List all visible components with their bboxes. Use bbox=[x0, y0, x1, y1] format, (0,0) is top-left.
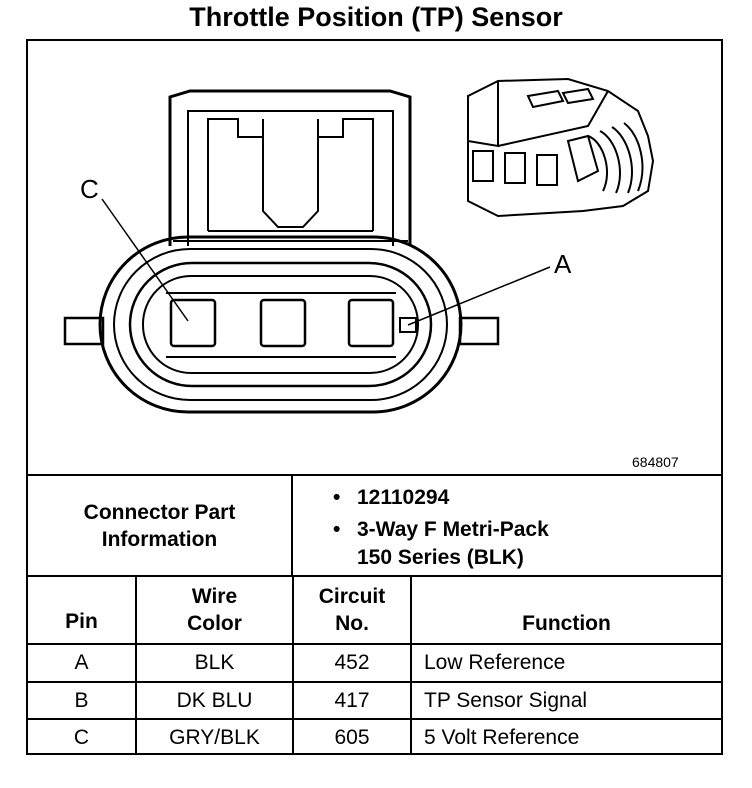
header-circuit-line2: No. bbox=[335, 612, 369, 635]
rule-col-circuit bbox=[410, 575, 412, 755]
callout-a-label: A bbox=[554, 249, 572, 279]
connector-3d-sketch bbox=[467, 77, 655, 218]
cell-circuit: 417 bbox=[334, 688, 370, 712]
header-function: Function bbox=[522, 611, 611, 635]
callout-c-label: C bbox=[80, 174, 99, 204]
cell-function: 5 Volt Reference bbox=[424, 725, 580, 749]
header-wire-color-line2: Color bbox=[187, 612, 242, 635]
callout-c-leader bbox=[101, 198, 189, 322]
rule-connector-divider bbox=[291, 474, 293, 577]
cell-pin: C bbox=[73, 725, 90, 749]
header-wire-color: Wire Color bbox=[137, 577, 292, 643]
cell-pin: A bbox=[74, 651, 89, 674]
connector-latch bbox=[168, 89, 412, 246]
connector-type-line1: 3-Way F Metri-Pack bbox=[357, 518, 549, 541]
page-title: Throttle Position (TP) Sensor bbox=[189, 2, 563, 32]
rule-row-b-bottom bbox=[26, 718, 723, 720]
rule-connector-bottom bbox=[26, 575, 723, 577]
cell-wire-color: BLK bbox=[194, 651, 235, 674]
part-number: 12110294 bbox=[333, 484, 549, 512]
connector-info-label: Connector Part Information bbox=[28, 476, 291, 575]
cell-circuit: 605 bbox=[334, 725, 370, 749]
pin-cavity-c bbox=[169, 298, 217, 348]
connector-info-label-line2: Information bbox=[101, 527, 218, 551]
callout-a-leader bbox=[407, 266, 551, 326]
cell-function: Low Reference bbox=[424, 651, 566, 674]
header-wire-color-line1: Wire bbox=[191, 585, 238, 608]
cell-pin: B bbox=[74, 688, 89, 712]
cell-circuit: 452 bbox=[334, 651, 370, 674]
connector-type-line2: 150 Series (BLK) bbox=[357, 546, 524, 569]
header-pin: Pin bbox=[65, 609, 98, 633]
diagram-frame bbox=[26, 39, 723, 755]
pin-cavity-a bbox=[347, 298, 395, 348]
connector-face bbox=[142, 275, 419, 374]
header-circuit: Circuit No. bbox=[294, 577, 410, 643]
rule-figure-bottom bbox=[26, 474, 723, 476]
rule-col-pin bbox=[135, 575, 137, 755]
rule-row-a-bottom bbox=[26, 681, 723, 683]
connector-info-values: 12110294 3-Way F Metri-Pack 150 Series (… bbox=[333, 484, 549, 572]
figure-id: 684807 bbox=[632, 454, 679, 470]
pin-cavity-b bbox=[259, 298, 307, 348]
cell-function: TP Sensor Signal bbox=[424, 688, 588, 712]
connector-info-label-line1: Connector Part bbox=[83, 500, 236, 524]
cell-wire-color: DK BLU bbox=[176, 688, 253, 712]
connector-type: 3-Way F Metri-Pack 150 Series (BLK) bbox=[333, 516, 549, 572]
header-circuit-line1: Circuit bbox=[318, 585, 386, 608]
rule-col-wire bbox=[292, 575, 294, 755]
rule-header-bottom bbox=[26, 643, 723, 645]
connector-illustration: C A bbox=[28, 41, 721, 474]
cell-wire-color: GRY/BLK bbox=[169, 725, 260, 749]
